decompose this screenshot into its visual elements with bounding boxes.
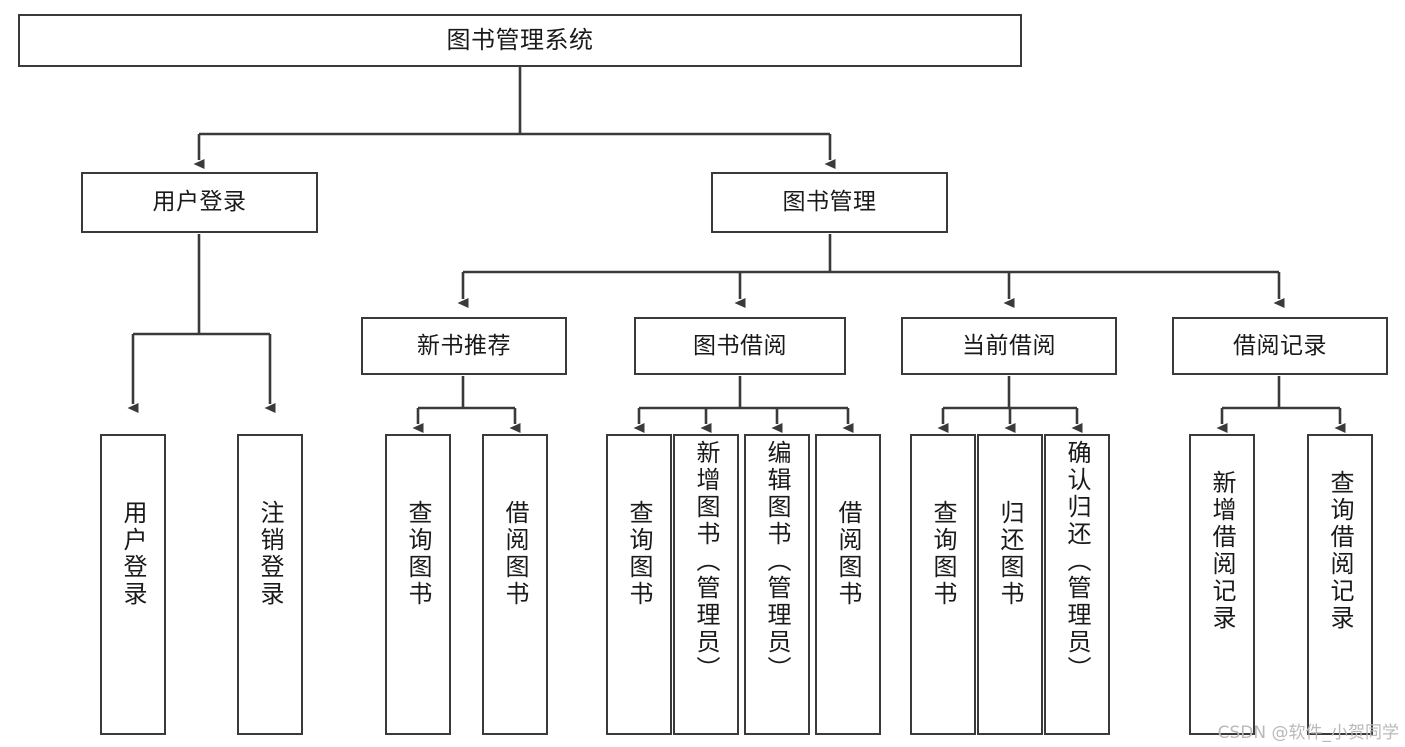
- node-label: 注销登录: [256, 500, 284, 608]
- node-label: 图书借阅: [693, 332, 787, 359]
- leaf-edit-book-admin[interactable]: 编辑图书（管理员）: [744, 434, 810, 735]
- leaf-query-book-current[interactable]: 查询图书: [910, 434, 976, 735]
- node-root-system[interactable]: 图书管理系统: [18, 14, 1022, 67]
- node-label: 用户登录: [119, 500, 147, 608]
- node-label: 查询图书: [929, 500, 957, 608]
- leaf-query-book-borrow[interactable]: 查询图书: [606, 434, 672, 735]
- leaf-user-login[interactable]: 用户登录: [100, 434, 166, 735]
- node-label: 新书推荐: [417, 332, 511, 359]
- leaf-confirm-return-admin[interactable]: 确认归还（管理员）: [1044, 434, 1110, 735]
- node-book-management[interactable]: 图书管理: [711, 172, 948, 233]
- leaf-return-book[interactable]: 归还图书: [977, 434, 1043, 735]
- node-label: 借阅图书: [501, 500, 529, 608]
- node-label: 借阅图书: [834, 500, 862, 608]
- node-label: 借阅记录: [1233, 332, 1327, 359]
- node-user-login[interactable]: 用户登录: [81, 172, 318, 233]
- leaf-query-borrow-record[interactable]: 查询借阅记录: [1307, 434, 1373, 735]
- node-new-book-recommend[interactable]: 新书推荐: [361, 317, 567, 375]
- node-label: 新增借阅记录: [1208, 470, 1236, 632]
- leaf-logout[interactable]: 注销登录: [237, 434, 303, 735]
- leaf-query-book-newbook[interactable]: 查询图书: [385, 434, 451, 735]
- watermark-text: CSDN @软件_小贺同学: [1217, 723, 1399, 743]
- node-label: 图书管理系统: [446, 25, 594, 54]
- node-label: 确认归还（管理员）: [1063, 440, 1091, 683]
- node-label: 图书管理: [782, 189, 877, 216]
- node-label: 用户登录: [152, 189, 247, 216]
- node-book-borrow[interactable]: 图书借阅: [634, 317, 846, 375]
- node-label: 归还图书: [996, 500, 1024, 608]
- node-label: 编辑图书（管理员）: [763, 440, 791, 683]
- node-label: 当前借阅: [962, 332, 1056, 359]
- node-label: 查询图书: [625, 500, 653, 608]
- node-current-borrow[interactable]: 当前借阅: [901, 317, 1117, 375]
- leaf-borrow-book-newbook[interactable]: 借阅图书: [482, 434, 548, 735]
- leaf-add-borrow-record[interactable]: 新增借阅记录: [1189, 434, 1255, 735]
- leaf-add-book-admin[interactable]: 新增图书（管理员）: [673, 434, 739, 735]
- node-label: 新增图书（管理员）: [692, 440, 720, 683]
- node-borrow-record[interactable]: 借阅记录: [1172, 317, 1388, 375]
- leaf-borrow-book[interactable]: 借阅图书: [815, 434, 881, 735]
- node-label: 查询图书: [404, 500, 432, 608]
- node-label: 查询借阅记录: [1326, 470, 1354, 632]
